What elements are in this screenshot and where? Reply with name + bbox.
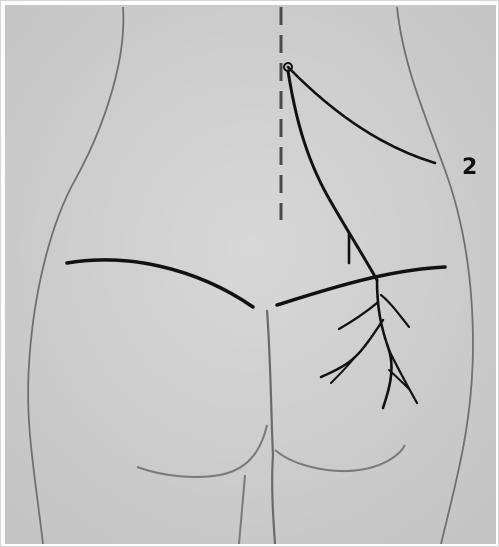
paper-shading bbox=[5, 5, 496, 544]
sketch-paper: 2 bbox=[5, 5, 496, 544]
nerve-label: 2 bbox=[462, 157, 477, 179]
anatomical-sketch bbox=[5, 5, 496, 544]
